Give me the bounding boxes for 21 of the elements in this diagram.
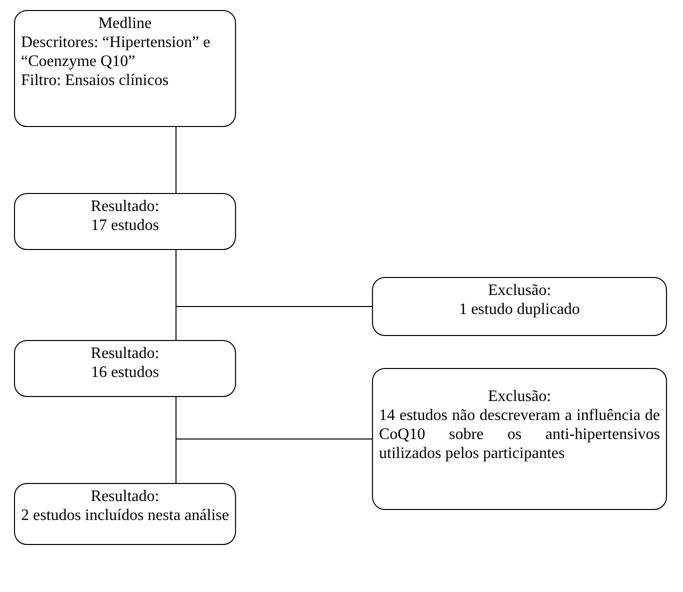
box-heading: Resultado:: [90, 487, 160, 506]
box-heading: Resultado:: [90, 197, 160, 216]
box-heading: Exclusão:: [486, 387, 552, 406]
box-heading: Resultado:: [90, 344, 160, 363]
box-text: Descritores: “Hipertension” e “Coenzyme Q10”: [21, 33, 212, 71]
box-heading: Exclusão:: [486, 281, 552, 300]
connector-line: [176, 396, 372, 440]
flow-box: [14, 10, 236, 127]
box-text: 17 estudos: [90, 216, 160, 235]
box-text: 2 estudos incluídos nesta análise: [21, 506, 229, 525]
box-text: 14 estudos não descreveram a influência de CoQ10 sobre os anti-hipertensivos utilizados pelos participantes: [379, 406, 660, 463]
box-text: 1 estudo duplicado: [458, 300, 581, 319]
flow-box: [14, 483, 236, 545]
box-text: 16 estudos: [90, 363, 160, 382]
flow-box: [372, 277, 667, 336]
flow-box: [14, 193, 236, 250]
flow-box: [372, 368, 667, 510]
box-heading: Medline: [97, 14, 153, 33]
flow-box: [14, 340, 236, 397]
connector-line: [176, 250, 372, 307]
box-text: Filtro: Ensaios clínicos: [21, 71, 170, 90]
